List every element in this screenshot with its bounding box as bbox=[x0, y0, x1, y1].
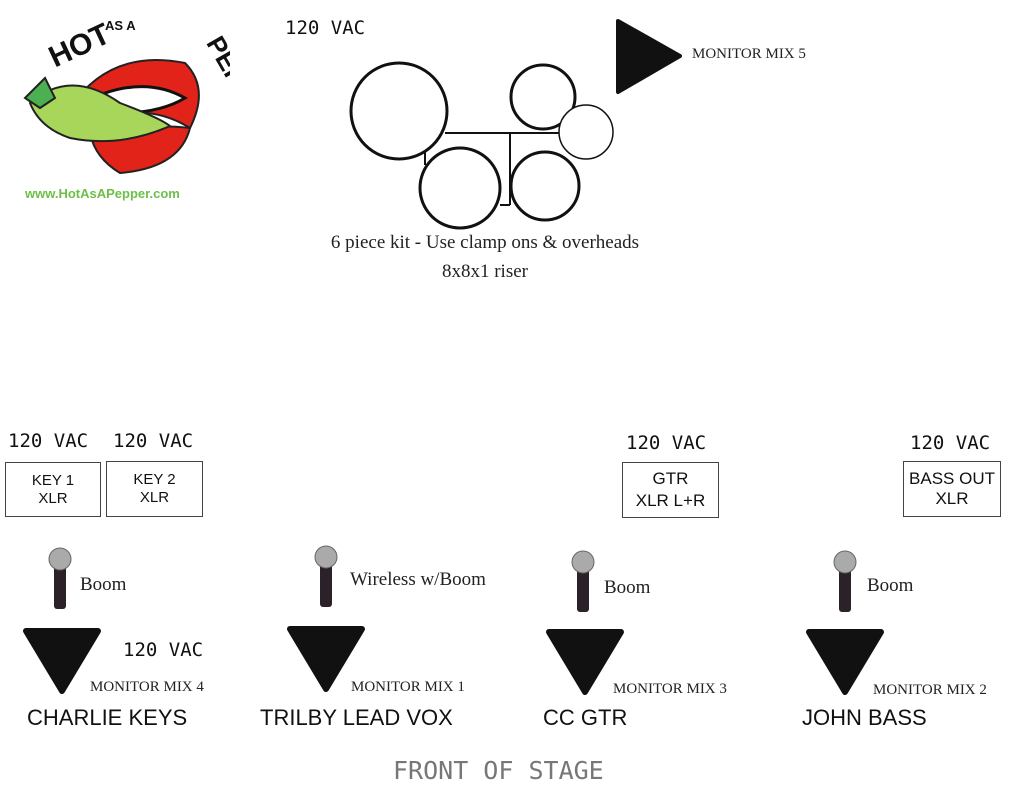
drum-cymbal bbox=[558, 104, 614, 160]
drum-power-label: 120 VAC bbox=[285, 17, 366, 39]
bass-power-label: 120 VAC bbox=[910, 432, 991, 454]
hot-as-a-pepper-logo: HOT AS A PEPPER! bbox=[23, 17, 230, 175]
logo-text-pepper: PEPPER! bbox=[201, 31, 230, 145]
gtr-power-label: 120 VAC bbox=[626, 432, 707, 454]
input-connector: XLR bbox=[139, 489, 170, 506]
monitor-wedge-icon bbox=[546, 629, 624, 695]
input-connector: XLR L+R bbox=[635, 491, 706, 510]
key1-power-label: 120 VAC bbox=[8, 430, 89, 452]
input-label: KEY 1 bbox=[31, 471, 75, 489]
drum-riser: 8x8x1 riser bbox=[441, 261, 528, 282]
monitor-mix-label: MONITOR MIX 1 bbox=[351, 679, 465, 695]
monitor-wedge-icon bbox=[23, 628, 101, 694]
performer-name: CHARLIE KEYS bbox=[27, 705, 188, 730]
mic-label: Boom bbox=[80, 574, 127, 595]
monitor-mix-label: MONITOR MIX 3 bbox=[613, 681, 727, 697]
drum-tom bbox=[509, 63, 577, 131]
monitor-wedge-icon bbox=[287, 626, 365, 692]
input-label: KEY 2 bbox=[133, 471, 176, 488]
drum-caption: 6 piece kit - Use clamp ons & overheads bbox=[330, 232, 640, 253]
gtr-input-box: GTR XLR L+R bbox=[622, 462, 719, 518]
drum-tom-2 bbox=[509, 150, 581, 222]
monitor-wedge-icon bbox=[806, 629, 884, 695]
monitor-mix-label: MONITOR MIX 4 bbox=[90, 679, 204, 695]
mic-label: Boom bbox=[604, 577, 651, 598]
monitor-wedge-icon bbox=[616, 19, 682, 94]
front-of-stage-label: FRONT OF STAGE bbox=[393, 756, 604, 785]
drum-monitor-label: MONITOR MIX 5 bbox=[692, 46, 806, 62]
input-label: GTR bbox=[652, 469, 689, 488]
microphone-icon bbox=[48, 547, 72, 609]
performer-name: JOHN BASS bbox=[802, 705, 927, 730]
monitor-mix-label: MONITOR MIX 2 bbox=[873, 682, 987, 698]
microphone-icon bbox=[571, 550, 595, 612]
drum-kit bbox=[349, 61, 614, 230]
microphone-icon bbox=[314, 545, 338, 607]
input-label: BASS OUT bbox=[909, 469, 995, 488]
keys-monitor-power-label: 120 VAC bbox=[123, 639, 204, 661]
performer-name: TRILBY LEAD VOX bbox=[260, 705, 453, 730]
key2-power-label: 120 VAC bbox=[113, 430, 194, 452]
input-connector: XLR bbox=[38, 489, 68, 507]
drum-floor-tom bbox=[349, 61, 449, 161]
mic-label: Boom bbox=[867, 575, 914, 596]
mic-label: Wireless w/Boom bbox=[350, 569, 486, 590]
performer-name: CC GTR bbox=[543, 705, 628, 730]
drum-snare bbox=[418, 146, 502, 230]
logo-url[interactable]: www.HotAsAPepper.com bbox=[25, 186, 180, 201]
microphone-icon bbox=[833, 550, 857, 612]
logo-text-as-a: AS A bbox=[105, 18, 136, 33]
input-connector: XLR bbox=[935, 489, 969, 508]
